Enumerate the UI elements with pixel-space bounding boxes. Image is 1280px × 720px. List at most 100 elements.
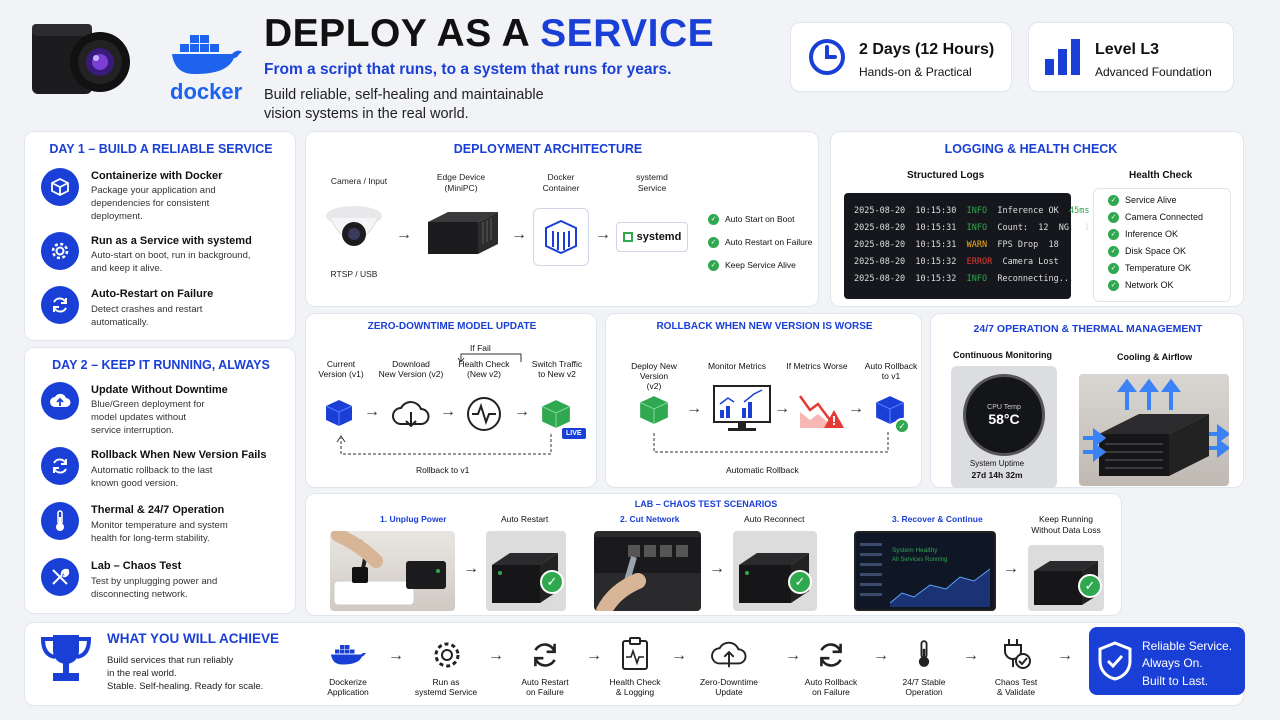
lab-step-text: Keep Running [1039, 514, 1093, 524]
achieve-step-label: Health Check& Logging [600, 677, 670, 697]
rb-step-label: If Metrics Worse [786, 361, 848, 371]
arrow-icon: → [586, 647, 602, 664]
day1-card: DAY 1 – BUILD A RELIABLE SERVICE Contain… [24, 131, 296, 341]
health-item: ✓Inference OK [1108, 229, 1178, 241]
health-panel: ✓Service Alive ✓Camera Connected ✓Infere… [1093, 188, 1231, 302]
uptime-label: System Uptime [969, 459, 1025, 468]
monitor-label: Continuous Monitoring [953, 350, 1052, 360]
monitor-chart-icon [713, 385, 771, 431]
cpu-temp-label: CPU Temp [987, 403, 1021, 411]
duration-badge: 2 Days (12 Hours) Hands-on & Practical [790, 22, 1012, 92]
systemd-logo: systemd [616, 222, 688, 252]
arrow-icon: → [488, 647, 504, 664]
cpu-temp-value: 58°C [988, 410, 1020, 427]
rb-step-label: Monitor Metrics [707, 361, 767, 371]
plug-check-icon [1004, 639, 1031, 669]
arrow-icon: → [364, 403, 380, 420]
health-item: ✓Service Alive [1108, 195, 1177, 207]
achieve-step-text: on Failure [812, 687, 850, 698]
log-level: INFO [966, 274, 988, 284]
health-label: Network OK [1125, 280, 1174, 290]
final-line: Reliable Service. [1142, 639, 1233, 653]
final-text: Reliable Service. Always On. Built to La… [1142, 638, 1232, 690]
check-icon: ✓ [1108, 280, 1119, 292]
clock-icon [807, 37, 847, 82]
desc-line: deployment. [91, 210, 143, 222]
arrow-icon: → [709, 560, 725, 577]
cloud-upload-icon [41, 382, 79, 420]
log-level: WARN [966, 240, 988, 250]
desc-line: Package your application and [91, 185, 216, 196]
day1-item-title: Auto-Restart on Failure [91, 288, 214, 300]
desc-line: Monitor temperature and system [91, 520, 228, 531]
achieve-step-text: Auto Rollback [804, 677, 858, 687]
log-ts: 2025-08-20 10:15:32 [854, 274, 957, 284]
check-icon: ✓ [1108, 212, 1119, 224]
architecture-features: ✓Auto Start on Boot ✓Auto Restart on Fai… [708, 208, 812, 277]
rb-step-text: to v1 [881, 371, 901, 382]
page-subtitle: From a script that runs, to a system tha… [264, 61, 672, 78]
cooling-label: Cooling & Airflow [1117, 352, 1193, 362]
check-icon: ✓ [1078, 574, 1102, 598]
arrow-icon: → [396, 226, 412, 243]
box-icon [41, 168, 79, 206]
check-icon: ✓ [540, 570, 564, 594]
shield-check-icon [1098, 641, 1132, 681]
log-msg: Reconnecting... [997, 274, 1075, 284]
arrow-icon: → [440, 403, 456, 420]
feature-label: Auto Start on Boot [725, 214, 795, 224]
zd-step-text: to New v2 [538, 369, 576, 380]
rb-step-text: Auto Rollback [864, 361, 918, 371]
log-msg: FPS Drop 18 [997, 240, 1059, 250]
rollback-title: ROLLBACK WHEN NEW VERSION IS WORSE [656, 321, 873, 332]
check-icon: ✓ [708, 214, 719, 226]
cloud-download-icon [392, 401, 430, 428]
achieve-step-text: on Failure [526, 687, 564, 698]
health-label: Service Alive [1125, 195, 1177, 205]
camera-label: Camera / Input [330, 176, 388, 186]
achieve-step-text: & Logging [615, 687, 655, 698]
log-msg: Inference OK [997, 206, 1059, 216]
day2-item-title: Update Without Downtime [91, 384, 228, 396]
arrow-icon: → [963, 647, 979, 664]
day2-item-title: Lab – Chaos Test [91, 560, 182, 572]
achieve-step-text: Health Check [609, 677, 661, 687]
log-terminal: 2025-08-20 10:15:30 INFO Inference OK 45… [844, 193, 1090, 299]
arrow-icon: → [671, 647, 687, 664]
achieve-step-text: Chaos Test [994, 677, 1038, 687]
feature-label: Keep Service Alive [725, 260, 796, 270]
level-sub: Advanced Foundation [1095, 65, 1212, 79]
edge-line1: Edge Device [436, 172, 486, 182]
trophy-icon [40, 635, 92, 681]
day2-item-title: Thermal & 24/7 Operation [91, 504, 225, 516]
level-title: Level L3 [1095, 41, 1160, 58]
log-extra: NG: 1 [1058, 223, 1090, 233]
health-item: ✓ Network OK [1108, 280, 1174, 292]
desc-line: disconnecting network. [91, 588, 188, 600]
duration-sub: Hands-on & Practical [859, 65, 972, 79]
zero-downtime-card: ZERO-DOWNTIME MODEL UPDATE If Fail Curre… [305, 313, 597, 488]
desc-line: Test by unplugging power and [91, 576, 218, 587]
cloud-upload-icon [711, 641, 747, 668]
achieve-step-text: Zero-Downtime [699, 677, 759, 687]
log-ts: 2025-08-20 10:15:31 [854, 240, 957, 250]
feature-label: Auto Restart on Failure [725, 237, 813, 247]
desc-line: dependencies for consistent [91, 197, 210, 209]
achieve-desc-line: in the real world. [107, 667, 177, 679]
day1-title: DAY 1 – BUILD A RELIABLE SERVICE [49, 142, 273, 156]
desc-line: and keep it alive. [91, 262, 163, 274]
rollback-icon [41, 447, 79, 485]
rollback-icon [820, 643, 842, 667]
log-extra: 45ms [1069, 206, 1090, 216]
